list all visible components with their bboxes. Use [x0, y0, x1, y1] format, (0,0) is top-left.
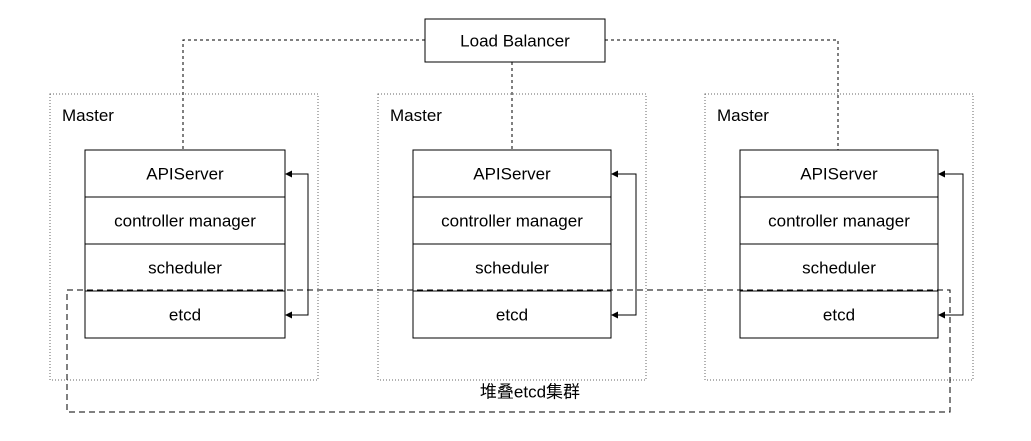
- master-frame: [49, 93, 319, 381]
- etcd-box: [412, 290, 612, 339]
- master-node-1: Master APIServer controller manager sche…: [49, 93, 319, 381]
- master-node-2: Master APIServer controller manager sche…: [377, 93, 647, 381]
- apiserver-arrowhead-icon: [938, 170, 945, 178]
- apiserver-etcd-connector: [940, 173, 964, 316]
- etcd-box: [84, 290, 286, 339]
- etcd-cluster-frame: [66, 289, 951, 413]
- etcd-arrowhead-icon: [938, 311, 945, 319]
- master-label: Master: [717, 106, 769, 125]
- scheduler-box: [739, 243, 939, 292]
- etcd-cluster-label: 堆叠etcd集群: [480, 383, 580, 402]
- controller-manager-label: controller manager: [114, 212, 256, 231]
- apiserver-arrowhead-icon: [611, 170, 618, 178]
- etcd-cluster: 堆叠etcd集群: [66, 289, 951, 413]
- scheduler-label: scheduler: [802, 259, 876, 278]
- master-label: Master: [62, 106, 114, 125]
- controller-manager-box: [412, 196, 612, 245]
- apiserver-label: APIServer: [800, 165, 878, 184]
- etcd-arrowhead-icon: [611, 311, 618, 319]
- etcd-label: etcd: [496, 306, 528, 325]
- etcd-arrowhead-icon: [285, 311, 292, 319]
- etcd-label: etcd: [823, 306, 855, 325]
- apiserver-label: APIServer: [473, 165, 551, 184]
- controller-manager-box: [84, 196, 286, 245]
- apiserver-etcd-connector: [287, 173, 309, 316]
- load-balancer: Load Balancer: [424, 18, 606, 63]
- master-frame: [704, 93, 974, 381]
- apiserver-arrowhead-icon: [285, 170, 292, 178]
- scheduler-label: scheduler: [148, 259, 222, 278]
- scheduler-label: scheduler: [475, 259, 549, 278]
- apiserver-label: APIServer: [146, 165, 224, 184]
- etcd-box: [739, 290, 939, 339]
- apiserver-box: [739, 149, 939, 198]
- apiserver-etcd-connector: [613, 173, 637, 316]
- load-balancer-label: Load Balancer: [460, 32, 570, 51]
- master-frame: [377, 93, 647, 381]
- scheduler-box: [84, 243, 286, 292]
- master-node-3: Master APIServer controller manager sche…: [704, 93, 974, 381]
- apiserver-box: [412, 149, 612, 198]
- controller-manager-box: [739, 196, 939, 245]
- etcd-label: etcd: [169, 306, 201, 325]
- load-balancer-box: [424, 18, 606, 63]
- lb-link-right: [605, 39, 839, 150]
- controller-manager-label: controller manager: [768, 212, 910, 231]
- lb-link-left: [182, 39, 425, 150]
- master-label: Master: [390, 106, 442, 125]
- controller-manager-label: controller manager: [441, 212, 583, 231]
- scheduler-box: [412, 243, 612, 292]
